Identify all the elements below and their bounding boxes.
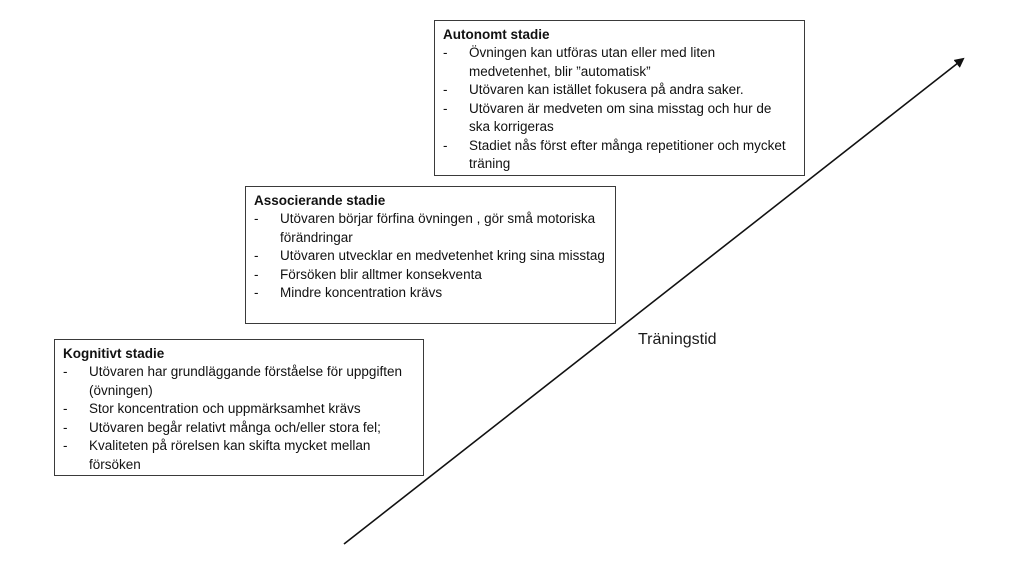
stage-bullet-list: - Utövaren har grundläggande förståelse f… [63,363,415,474]
bullet-dash: - [63,438,68,453]
stage-box-autonomous: Autonomt stadie - Övningen kan utföras ut… [434,20,805,176]
bullet-text: Kvaliteten på rörelsen kan skifta mycket… [89,438,371,472]
arrow-line [343,57,965,545]
list-item: - Övningen kan utföras utan eller med lit… [443,44,796,81]
stage-title: Kognitivt stadie [63,346,165,361]
bullet-dash: - [63,364,68,379]
bullet-text: Utövaren kan istället fokusera på andra … [469,82,744,97]
bullet-dash: - [443,82,448,97]
bullet-text: Övningen kan utföras utan eller med lite… [469,45,716,79]
bullet-dash: - [443,100,448,116]
list-item: - Försöken blir alltmer konsekventa [254,266,607,285]
list-item: - Kvaliteten på rörelsen kan skifta mycke… [63,437,415,474]
list-item: - Utövaren har grundläggande förståelse f… [63,363,415,400]
bullet-text: Utövaren börjar förfina övningen , gör s… [280,211,596,245]
bullet-dash: - [63,419,68,435]
bullet-text: Stadiet nås först efter många repetition… [469,137,786,172]
list-item: - Utövaren börjar förfina övningen , gör … [254,210,607,247]
list-item: - Utövaren är medveten om sina misstag oc… [443,100,796,137]
bullet-dash: - [443,137,448,153]
stage-bullet-list: - Utövaren börjar förfina övningen , gör … [254,210,607,303]
list-item: - Utövaren begår relativt många och/eller… [63,419,415,438]
bullet-text: Stor koncentration och uppmärksamhet krä… [89,401,361,416]
list-item: - Stadiet nås först efter många repetitio… [443,137,796,174]
axis-label-training-time: Träningstid [638,331,717,348]
stage-bullet-list: - Övningen kan utföras utan eller med lit… [443,44,796,174]
bullet-text: Försöken blir alltmer konsekventa [280,266,482,282]
bullet-dash: - [254,285,259,300]
bullet-dash: - [254,211,259,226]
bullet-text: Utövaren är medveten om sina misstag och… [469,100,772,135]
bullet-text: Mindre koncentration krävs [280,285,443,300]
list-item: - Stor koncentration och uppmärksamhet kr… [63,400,415,419]
list-item: - Utövaren utvecklar en medvetenhet kring… [254,247,607,266]
list-item: - Utövaren kan istället fokusera på andra… [443,81,796,100]
stage-title: Autonomt stadie [443,27,550,42]
bullet-dash: - [443,45,448,60]
bullet-text: Utövaren begår relativt många och/eller … [89,419,381,435]
bullet-text: Utövaren har grundläggande förståelse fö… [89,364,402,398]
list-item: - Mindre koncentration krävs [254,284,607,303]
stage-box-cognitive: Kognitivt stadie - Utövaren har grundlägg… [54,339,424,476]
bullet-dash: - [254,248,259,263]
stage-title: Associerande stadie [254,193,386,208]
bullet-dash: - [63,401,68,416]
bullet-dash: - [254,266,259,282]
stage-box-associative: Associerande stadie - Utövaren börjar för… [245,186,616,324]
bullet-text: Utövaren utvecklar en medvetenhet kring … [280,248,605,263]
